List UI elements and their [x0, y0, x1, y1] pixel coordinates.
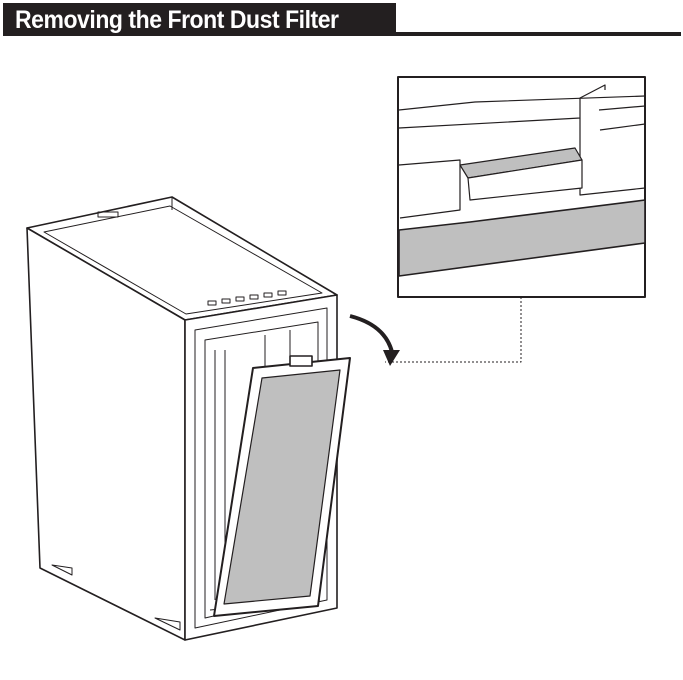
- section-title: Removing the Front Dust Filter: [15, 6, 339, 34]
- header-rule: [396, 32, 681, 36]
- section-header: Removing the Front Dust Filter: [3, 3, 396, 36]
- dust-filter: [213, 355, 351, 617]
- front-io-buttons: [207, 290, 287, 306]
- detail-inset: [397, 76, 646, 298]
- rotate-arrow-icon: [349, 314, 400, 366]
- callout-connector: [385, 297, 522, 363]
